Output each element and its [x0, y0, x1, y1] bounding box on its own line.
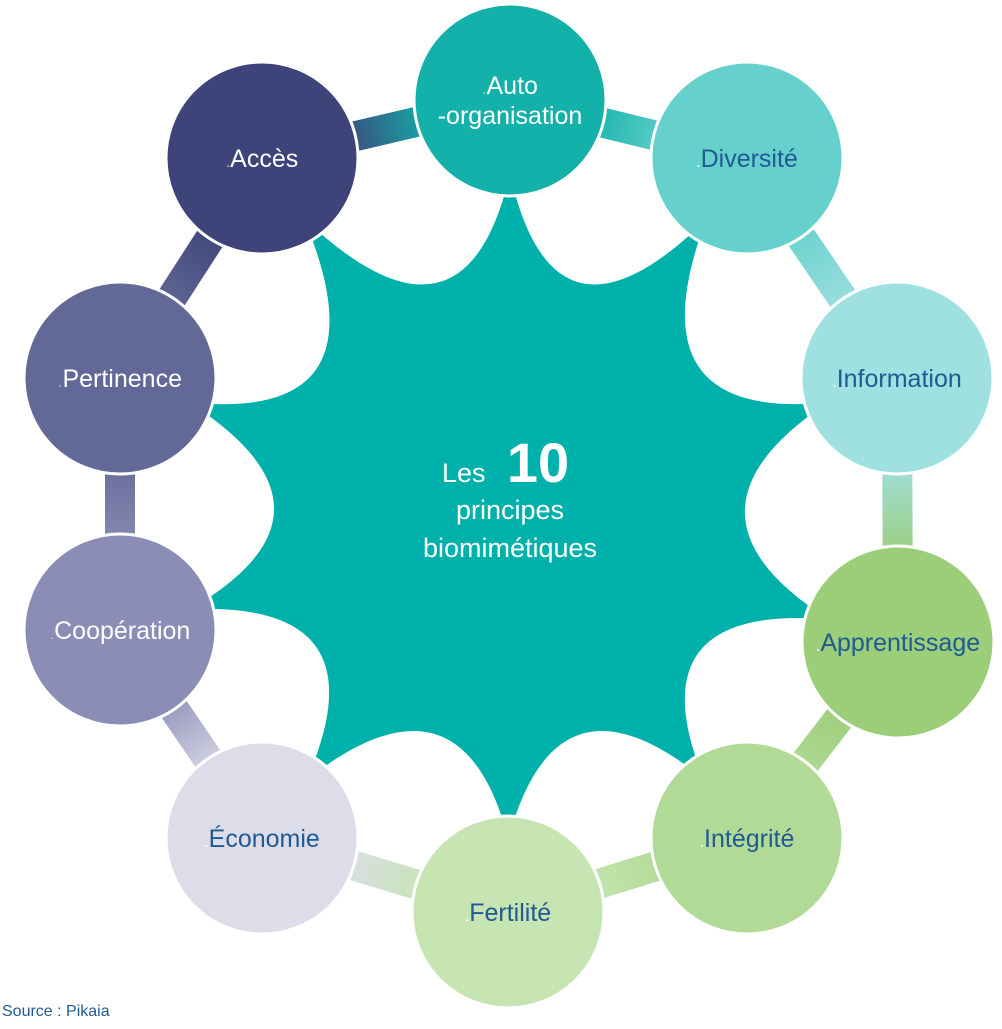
bullet-dot: . [832, 374, 836, 391]
bullet-dot: . [696, 154, 700, 171]
principle-label: .Économie [204, 824, 320, 853]
principle-label-text: Économie [209, 824, 320, 853]
principle-circle [164, 60, 360, 256]
principle-label: .Diversité [696, 145, 798, 173]
center-number: 10 [507, 431, 569, 494]
principle-label-text: Coopération [54, 617, 190, 645]
principle-circle [649, 60, 845, 256]
principle-label-text: Intégrité [704, 825, 794, 853]
principle-circle [410, 814, 606, 1010]
bullet-dot: . [816, 638, 820, 655]
principle-circle [649, 740, 845, 936]
bullet-dot: . [465, 908, 469, 925]
principle-label: .Information [832, 365, 962, 393]
bullet-dot: . [700, 834, 704, 851]
center-title: Les 10 principes biomimétiques [423, 431, 597, 563]
principle-label: .Accès [226, 145, 299, 173]
principle-label: .Coopération [50, 617, 191, 645]
principle-node-economie: .Économie [164, 740, 360, 936]
principle-label: .Intégrité [700, 825, 795, 853]
principle-label-text: Auto [487, 72, 538, 100]
principle-circle [799, 280, 995, 476]
bullet-dot: . [204, 834, 208, 851]
principle-label-text: Diversité [701, 145, 798, 173]
principle-nodes: .Auto-organisation.Diversité.Information… [22, 2, 996, 1010]
principle-label: .Auto [482, 72, 538, 100]
principle-label: .Apprentissage [816, 629, 980, 657]
principle-circle [22, 532, 218, 728]
principle-circle [800, 544, 996, 740]
principle-label-text: Fertilité [469, 899, 551, 927]
principle-label-text: -organisation [438, 102, 583, 130]
center-line-principes: principes [456, 495, 564, 525]
principle-circle [22, 280, 218, 476]
principle-circle [164, 740, 360, 936]
principle-node-apprentissage: .Apprentissage [800, 544, 996, 740]
principle-node-information: .Information [799, 280, 995, 476]
center-line-biomimetiques: biomimétiques [423, 533, 597, 563]
principle-node-acces: .Accès [164, 60, 360, 256]
bullet-dot: . [226, 154, 230, 171]
source-caption: Source : Pikaia [2, 1003, 110, 1020]
principle-node-cooperation: .Coopération [22, 532, 218, 728]
principle-label-text: Accès [230, 145, 298, 173]
svg-text:Les 10: Les 10 [442, 431, 569, 494]
principle-node-diversite: .Diversité [649, 60, 845, 256]
principle-node-integrite: .Intégrité [649, 740, 845, 936]
principle-label-text: Apprentissage [820, 629, 980, 657]
principle-node-fertilite: .Fertilité [410, 814, 606, 1010]
bullet-dot: . [50, 626, 54, 643]
principle-label-text: Information [837, 365, 962, 393]
principle-label: .Pertinence [58, 365, 182, 393]
principle-label: -organisation [438, 102, 583, 130]
principle-label: .Fertilité [465, 899, 551, 927]
principle-node-pertinence: .Pertinence [22, 280, 218, 476]
bullet-dot: . [58, 374, 62, 391]
principle-node-auto-organisation: .Auto-organisation [412, 2, 608, 198]
center-les: Les [442, 458, 486, 488]
bullet-dot: . [482, 81, 486, 98]
principle-label-text: Pertinence [62, 365, 182, 393]
principle-circle [412, 2, 608, 198]
